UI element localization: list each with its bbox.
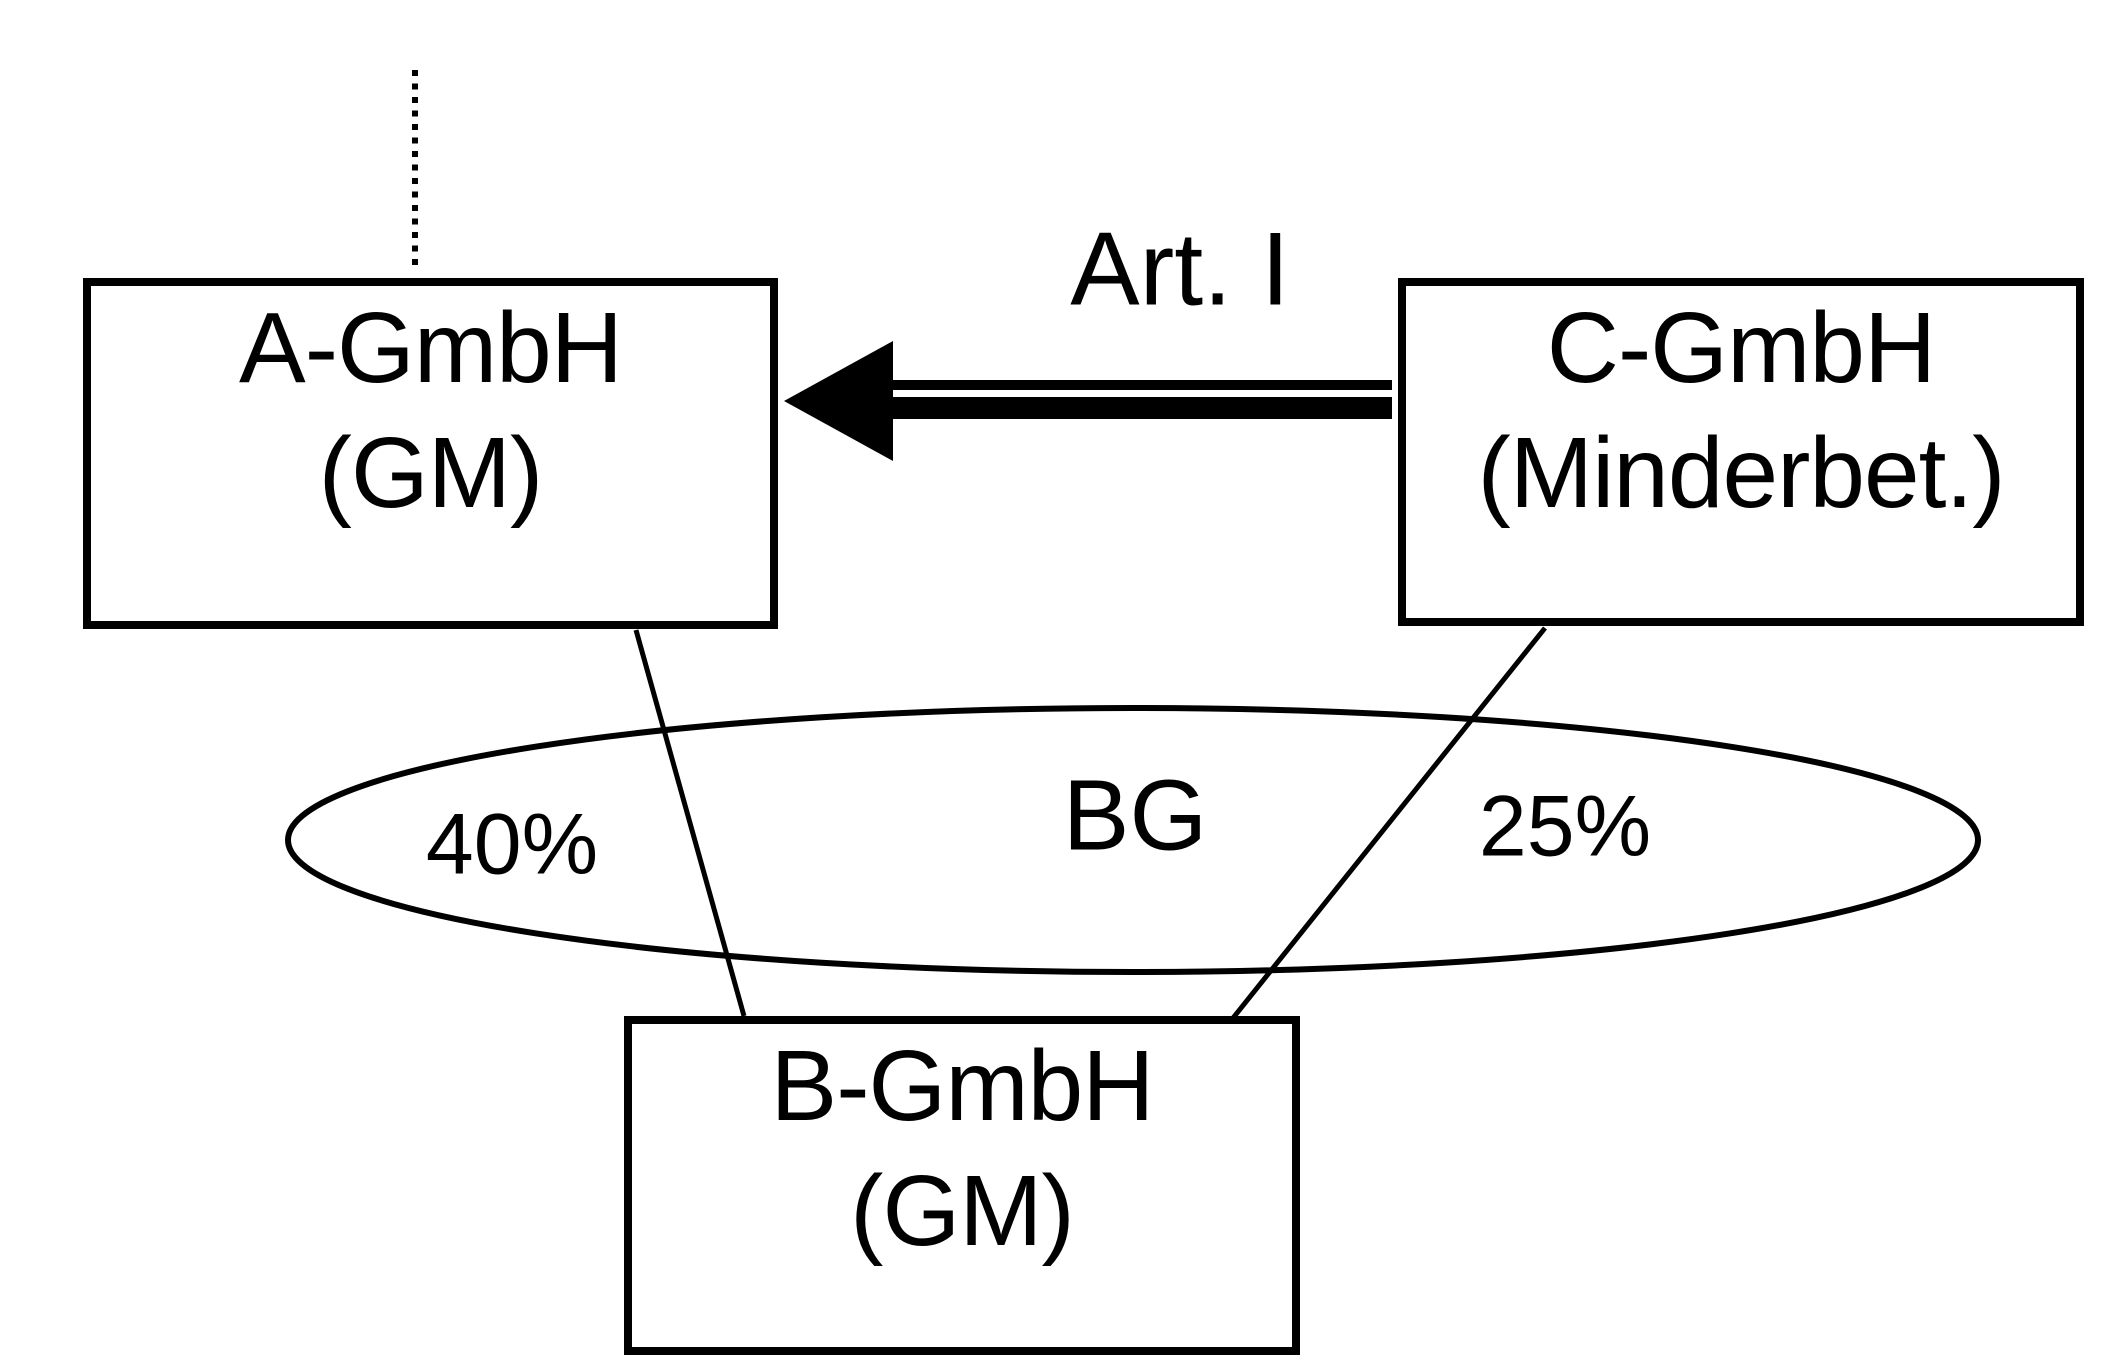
node-a-role: (GM) [318,417,544,529]
node-c-gmbh: C-GmbH (Minderbet.) [1398,278,2084,626]
node-a-name: A-GmbH [239,292,623,404]
node-c-role: (Minderbet.) [1477,417,2005,529]
edge-c-to-b [1231,626,1547,1020]
arrowhead-icon [784,341,893,461]
share-label-c-to-b: 25% [1478,778,1652,875]
share-label-a-to-b: 40% [425,796,599,893]
node-b-role: (GM) [850,1155,1075,1267]
bg-ellipse-label: BG [1062,759,1208,872]
edge-a-to-b [633,629,747,1017]
arrow-label: Art. I [1070,211,1290,328]
arrow-shaft-bottom-bar [886,397,1392,419]
node-a-gmbh: A-GmbH (GM) [83,278,778,629]
node-c-name: C-GmbH [1546,292,1936,404]
arrow-shaft-top-bar [886,380,1392,390]
bg-group-ellipse [285,705,1981,975]
node-b-name: B-GmbH [770,1030,1155,1142]
node-b-gmbh: B-GmbH (GM) [624,1016,1300,1355]
arrow-c-to-a [784,341,1392,461]
